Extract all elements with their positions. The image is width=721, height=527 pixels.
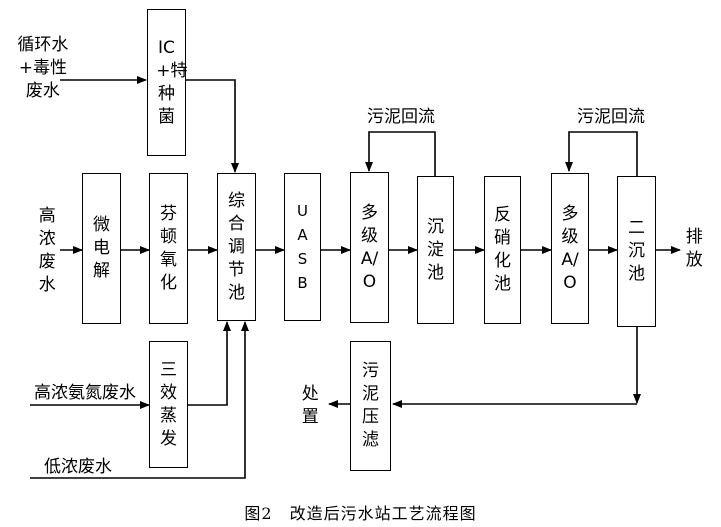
box-uasb-label: UASB <box>297 202 308 292</box>
input-high-conc: 高浓废水 <box>38 206 56 295</box>
box-eq-label: 综合调节池 <box>227 190 245 303</box>
box-fenton-label: 芬顿氧化 <box>159 203 177 293</box>
label-disposal: 处置 <box>301 384 319 427</box>
box-settling-label: 沉淀池 <box>426 216 444 283</box>
box-uasb: UASB <box>284 173 321 321</box>
arrow-sludge-return-2 <box>565 131 638 176</box>
box-micro-electrolysis: 微电解 <box>82 173 121 324</box>
box-denitrification-tank: 反硝化池 <box>484 176 521 324</box>
box-fenton-oxidation: 芬顿氧化 <box>149 173 188 324</box>
arrow-ic-to-equalization <box>186 79 239 173</box>
box-denit-label: 反硝化池 <box>493 205 511 294</box>
arrow-low-to-eq <box>30 321 249 479</box>
figure-caption: 图2 改造后污水站工艺流程图 <box>244 504 477 523</box>
box-secondary-settling-tank: 二沉池 <box>617 176 656 327</box>
box-micro-label: 微电解 <box>92 215 110 281</box>
input-high-ammonia: 高浓氨氮废水 <box>34 383 136 403</box>
arrow-sludge-return-1 <box>365 131 436 176</box>
box-ic-label: IC+特种菌 <box>156 37 188 127</box>
label-sludge-return-2: 污泥回流 <box>577 107 645 127</box>
label-discharge: 排放 <box>685 227 703 270</box>
box-evap-label: 三效蒸发 <box>159 359 177 449</box>
box-multistage-ao-1: 多级A/O <box>350 172 389 323</box>
box-triple-effect-evaporation: 三效蒸发 <box>149 341 188 468</box>
box-sludge-filter-press: 污泥压滤 <box>350 341 391 471</box>
box-secondary-label: 二沉池 <box>627 218 645 284</box>
box-equalization-tank: 综合调节池 <box>217 173 256 321</box>
label-sludge-return-1: 污泥回流 <box>367 107 435 127</box>
input-low-conc: 低浓废水 <box>44 457 112 477</box>
box-ao1-label: 多级A/O <box>360 202 379 292</box>
box-settling-tank: 沉淀池 <box>417 176 454 324</box>
box-multistage-ao-2: 多级A/O <box>551 173 589 324</box>
box-sludge-label: 污泥压滤 <box>361 361 379 450</box>
arrow-evap-to-eq <box>188 321 231 406</box>
box-ic-special-bacteria: IC+特种菌 <box>147 9 188 156</box>
box-ao2-label: 多级A/O <box>561 203 579 293</box>
input-circulating-toxic: 循环水+毒性废水 <box>17 35 69 101</box>
